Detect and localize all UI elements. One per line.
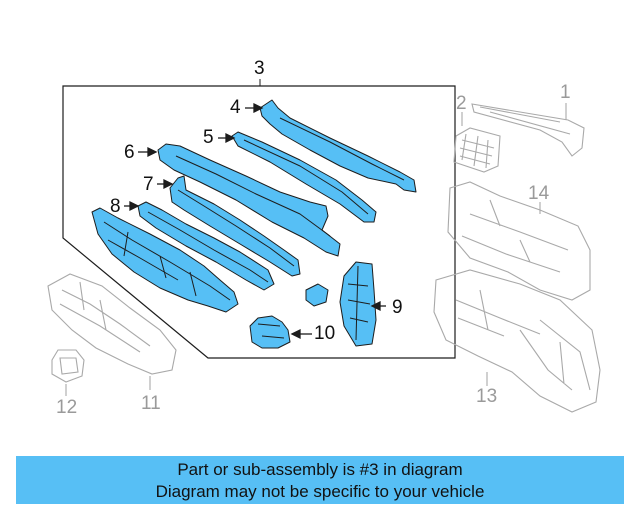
ghost-part-12 [51,349,85,383]
callout-6: 6 [124,142,135,163]
part-5-cowl-mid [231,131,377,223]
ghost-part-14 [447,181,591,301]
ghost-part-1 [471,103,585,157]
info-banner: Part or sub-assembly is #3 in diagram Di… [16,456,624,504]
callout-3: 3 [254,58,265,79]
ghost-part-2 [453,127,501,173]
callout-5: 5 [203,127,214,148]
part-dash-lower [91,207,239,313]
part-6-cowl-long [157,143,341,257]
callout-2: 2 [456,93,467,114]
assembly-3-outline [62,85,456,359]
ghost-parts [47,103,601,413]
ghost-part-13 [433,269,601,413]
ghost-part-11 [47,273,177,375]
callout-11: 11 [141,393,161,414]
part-9-bracket [339,261,377,347]
callout-12: 12 [56,397,78,418]
callout-7: 7 [143,174,154,195]
callout-10: 10 [314,323,336,344]
callout-9: 9 [392,297,403,318]
part-7-cowl [169,175,301,277]
highlighted-parts [91,99,417,349]
callout-8: 8 [110,196,121,217]
banner-line-1: Part or sub-assembly is #3 in diagram [177,460,463,479]
part-bracket [305,283,329,307]
part-8-side [137,201,275,291]
leader-arrows [124,102,386,340]
callout-1: 1 [560,82,571,103]
part-10-mount [249,315,291,349]
banner-line-2: Diagram may not be specific to your vehi… [155,482,485,501]
callout-14: 14 [528,183,550,204]
callout-4: 4 [230,97,241,118]
callout-13: 13 [476,386,498,407]
